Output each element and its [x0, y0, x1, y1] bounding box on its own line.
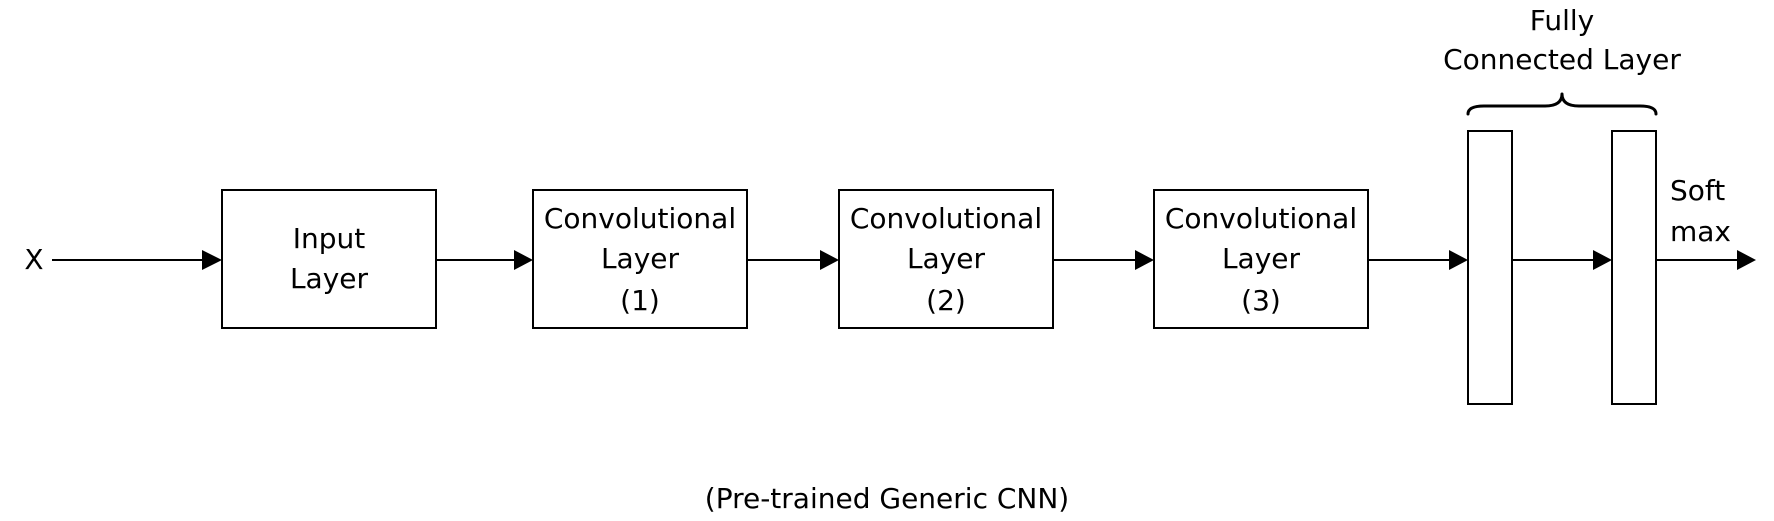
conv-layer-1-label-line1: Convolutional — [544, 202, 736, 235]
fully-connected-label-line1: Fully — [1530, 4, 1594, 37]
softmax-label-line1: Soft — [1670, 174, 1725, 207]
arrow-input-to-conv1 — [436, 250, 533, 270]
conv-layer-2-label-line2: Layer — [907, 242, 986, 275]
conv-layer-1-label-line2: Layer — [601, 242, 680, 275]
arrow-conv1-to-conv2 — [747, 250, 839, 270]
fully-connected-label-line2: Connected Layer — [1443, 43, 1681, 76]
input-layer-label-line2: Layer — [290, 262, 369, 295]
conv-layer-1-box — [532, 189, 748, 329]
conv-layer-2-label-line3: (2) — [926, 284, 966, 317]
conv-layer-2-block: Convolutional Layer (2) — [838, 189, 1054, 329]
fully-connected-layer-1-box — [1467, 130, 1513, 405]
conv-layer-1-block: Convolutional Layer (1) — [532, 189, 748, 329]
conv-layer-3-label-line3: (3) — [1241, 284, 1281, 317]
arrow-conv3-to-fc1 — [1368, 250, 1468, 270]
arrow-x-to-input — [52, 250, 222, 270]
conv-layer-1-label-line3: (1) — [620, 284, 660, 317]
softmax-label-line2: max — [1670, 215, 1731, 248]
input-x-label: X — [24, 243, 43, 276]
input-layer-label-line1: Input — [293, 222, 366, 255]
conv-layer-3-label-line1: Convolutional — [1165, 202, 1357, 235]
diagram-caption: (Pre-trained Generic CNN) — [705, 482, 1069, 515]
input-layer-block: Input Layer — [221, 189, 437, 329]
conv-layer-3-label-line2: Layer — [1222, 242, 1301, 275]
arrow-conv2-to-conv3 — [1053, 250, 1154, 270]
conv-layer-3-box — [1153, 189, 1369, 329]
fully-connected-brace — [1466, 92, 1658, 116]
conv-layer-2-box — [838, 189, 1054, 329]
conv-layer-3-block: Convolutional Layer (3) — [1153, 189, 1369, 329]
fully-connected-layer-2-box — [1611, 130, 1657, 405]
conv-layer-2-label-line1: Convolutional — [850, 202, 1042, 235]
arrow-fc2-to-output — [1656, 250, 1756, 270]
arrow-fc1-to-fc2 — [1512, 250, 1612, 270]
input-layer-box — [221, 189, 437, 329]
